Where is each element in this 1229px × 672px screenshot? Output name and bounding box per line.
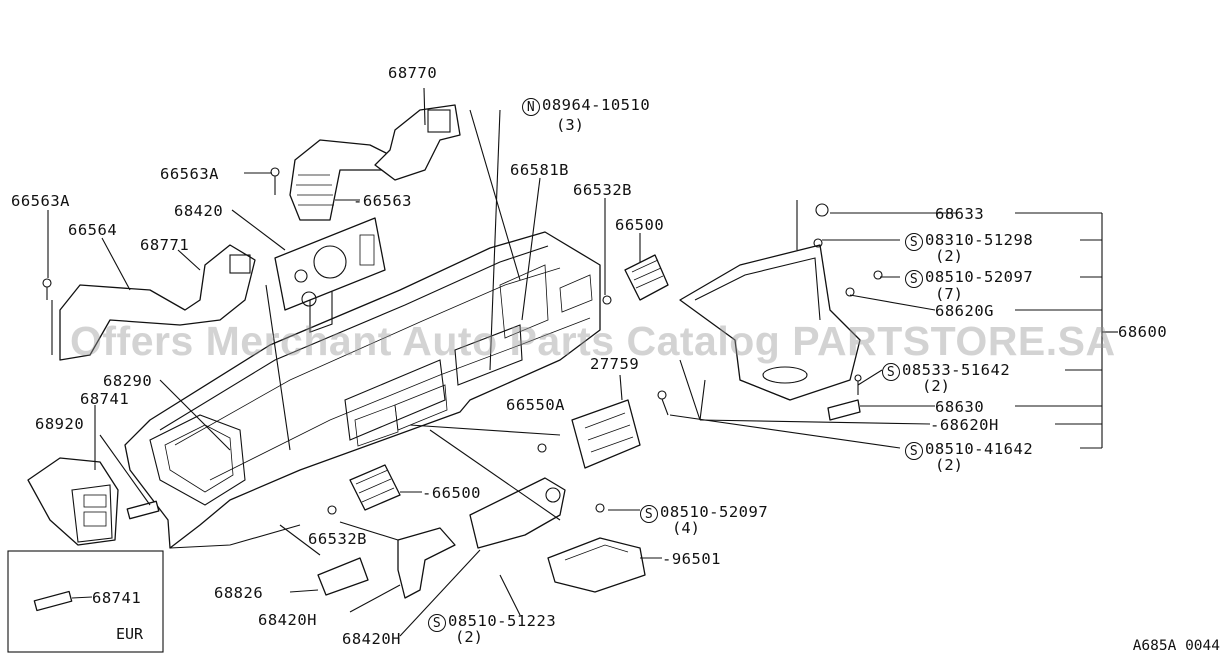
label-68420H-b: 68420H xyxy=(342,630,401,648)
s-symbol-icon: S xyxy=(882,363,900,381)
label-68770: 68770 xyxy=(388,64,438,82)
cluster-opening xyxy=(149,414,246,506)
s-symbol-icon: S xyxy=(905,442,923,460)
upper-opening xyxy=(454,324,523,386)
label-text: 08510-52097 xyxy=(925,268,1034,286)
label-text: 08310-51298 xyxy=(925,231,1034,249)
label-text: 08510-41642 xyxy=(925,440,1034,458)
eur-inset-box xyxy=(7,550,164,653)
label-66532B-top: 66532B xyxy=(573,181,632,199)
n-symbol-icon: N xyxy=(522,98,540,116)
label-66563: -66563 xyxy=(353,192,413,210)
qty-08510-52097-right: (7) xyxy=(935,285,963,303)
label-68741-top: 68741 xyxy=(80,390,130,408)
label-66532B-bottom: 66532B xyxy=(308,530,367,548)
label-text: 08510-52097 xyxy=(660,503,769,521)
label-text: 08533-51642 xyxy=(902,361,1011,379)
center-opening-2 xyxy=(344,359,446,441)
label-66581B: 66581B xyxy=(510,161,569,179)
side-vent-66500 xyxy=(624,254,669,301)
qty-08533: (2) xyxy=(922,377,950,395)
qty-08964: (3) xyxy=(556,116,584,134)
instrument-panel-top-edge xyxy=(159,245,549,431)
switch-assembly-27759 xyxy=(571,399,641,469)
cluster-bezel xyxy=(274,217,386,311)
duct-68770 xyxy=(374,104,461,181)
watermark: Offers Merchant Auto Parts Catalog PARTS… xyxy=(70,318,1116,364)
label-66550A: 66550A xyxy=(506,396,565,414)
finisher-68420H-a xyxy=(397,527,456,599)
label-27759: 27759 xyxy=(590,355,640,373)
label-68420: 68420 xyxy=(174,202,224,220)
diagram-code: A685A 0044 xyxy=(1132,638,1220,654)
label-text: 08964-10510 xyxy=(542,96,651,114)
glove-box xyxy=(679,244,861,401)
inset-region-label: EUR xyxy=(116,625,144,643)
bracket-68630 xyxy=(827,399,861,421)
ashtray-96501 xyxy=(547,537,646,593)
label-68420H-a: 68420H xyxy=(258,611,317,629)
label-text: 66563 xyxy=(362,192,413,210)
inset-tube-68741 xyxy=(33,590,73,612)
s-symbol-icon: S xyxy=(640,505,658,523)
s-symbol-icon: S xyxy=(905,233,923,251)
s-symbol-icon: S xyxy=(428,614,446,632)
label-text: 08510-51223 xyxy=(448,612,557,630)
tube-68741 xyxy=(126,500,160,520)
label-68920: 68920 xyxy=(35,415,85,433)
finisher-68420H-b xyxy=(469,477,566,549)
label-text: 96501 xyxy=(671,550,722,568)
qty-08310: (2) xyxy=(935,247,963,265)
label-68741-inset: 68741 xyxy=(92,589,142,607)
finisher-68826 xyxy=(317,557,369,596)
label-66563A-top: 66563A xyxy=(160,165,219,183)
label-68633: 68633 xyxy=(935,205,985,223)
label-text: 66500 xyxy=(431,484,482,502)
label-96501: -96501 xyxy=(662,550,722,568)
defroster-duct xyxy=(289,139,391,221)
qty-08510-41642: (2) xyxy=(935,456,963,474)
label-68600: 68600 xyxy=(1118,323,1168,341)
screws xyxy=(42,167,883,515)
qty-08510-52097-bottom: (4) xyxy=(672,519,700,537)
label-68290: 68290 xyxy=(103,372,153,390)
label-68826: 68826 xyxy=(214,584,264,602)
label-text: 68620H xyxy=(939,416,999,434)
qty-08510-51223: (2) xyxy=(455,628,483,646)
label-68620H: -68620H xyxy=(930,416,999,434)
leader-lines xyxy=(47,87,1118,637)
label-66564: 66564 xyxy=(68,221,118,239)
label-68620G: 68620G xyxy=(935,302,994,320)
label-68771: 68771 xyxy=(140,236,190,254)
label-66500-top: 66500 xyxy=(615,216,665,234)
label-68630: 68630 xyxy=(935,398,985,416)
side-duct-66564 xyxy=(59,244,256,361)
center-vent-66500 xyxy=(349,464,401,511)
label-66563A-left: 66563A xyxy=(11,192,70,210)
s-symbol-icon: S xyxy=(905,270,923,288)
label-66500-bottom: -66500 xyxy=(422,484,482,502)
